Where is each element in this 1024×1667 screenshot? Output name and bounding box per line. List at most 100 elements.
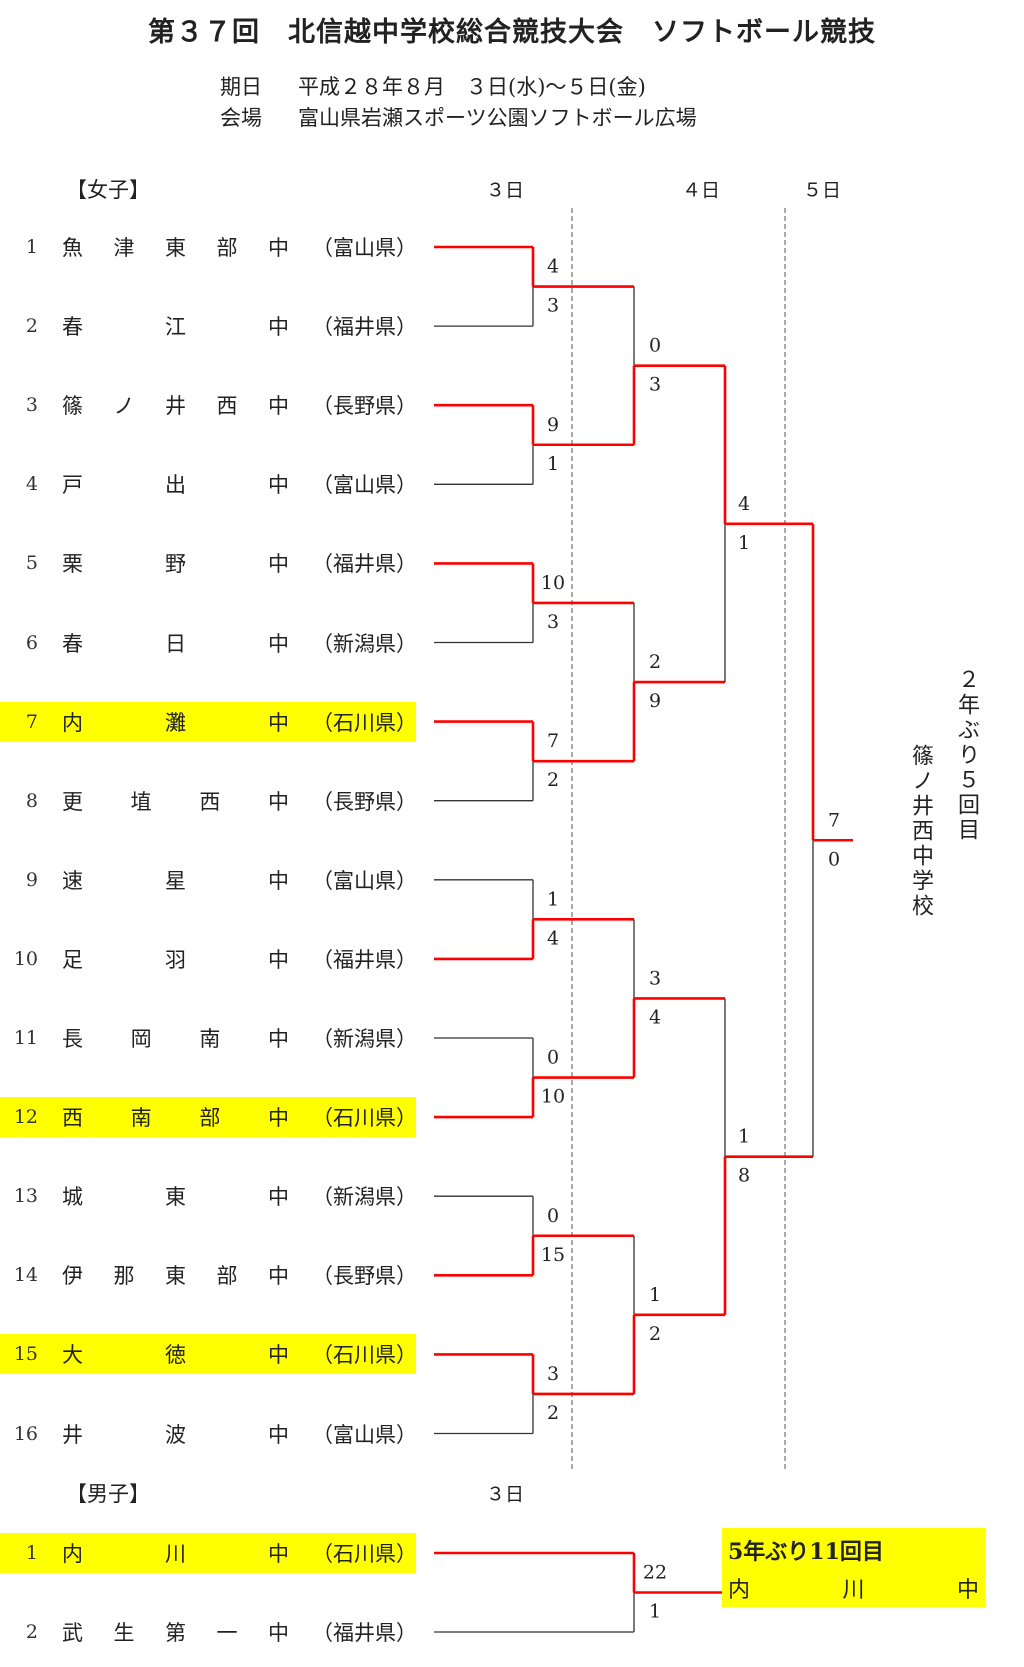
- venue-line: 会場富山県岩瀬スポーツ公園ソフトボール広場: [220, 102, 697, 132]
- score-bottom: 2: [649, 1323, 661, 1345]
- score-top: 1: [738, 1126, 750, 1148]
- men-day: ３日: [486, 1483, 525, 1506]
- women-day-2: ４日: [682, 179, 721, 202]
- women-day-1: ３日: [486, 179, 525, 202]
- team-prefecture: （石川県）: [312, 1106, 417, 1131]
- page-title: 第３７回 北信越中学校総合競技大会 ソフトボール競技: [148, 17, 876, 48]
- team-number: 3: [25, 394, 38, 417]
- score-top: 1: [547, 888, 559, 910]
- team-prefecture: （福井県）: [312, 552, 417, 577]
- score-bottom: 0: [828, 848, 840, 870]
- team-name-char: 東: [165, 236, 186, 260]
- team-name-char: 速: [62, 868, 83, 893]
- team-name: 篠ノ井西中: [62, 390, 289, 420]
- team-number: 13: [13, 1185, 38, 1208]
- team-name: 城東中: [62, 1181, 289, 1211]
- team-name-char: 中: [268, 552, 289, 577]
- team-name-char: 那: [113, 1264, 135, 1289]
- men-champion-note: 5年ぶり11回目: [728, 1539, 884, 1565]
- team-name: 戸出中: [62, 469, 289, 499]
- team-name-char: 西: [62, 1106, 83, 1131]
- score-top: 0: [547, 1047, 559, 1069]
- team-row: 5 栗野中 （福井県）: [0, 543, 417, 583]
- team-name-char: 西: [216, 394, 238, 419]
- score-bottom: 3: [649, 374, 661, 396]
- team-number: 12: [13, 1106, 38, 1129]
- team-name-char: 武: [62, 1621, 83, 1645]
- team-name-char: 部: [199, 1106, 221, 1131]
- team-name-char: 中: [268, 868, 289, 893]
- men-heading: 【男子】: [66, 1482, 150, 1506]
- men-champion-name: 内 川 中: [728, 1572, 979, 1604]
- team-number: 8: [25, 789, 38, 812]
- team-name-char: 出: [165, 473, 186, 498]
- team-prefecture: （富山県）: [312, 1422, 417, 1447]
- team-name-char: 内: [62, 1542, 83, 1566]
- team-name-char: 星: [165, 868, 186, 893]
- team-name: 栗野中: [62, 548, 289, 578]
- team-name-char: 羽: [165, 947, 186, 972]
- team-name-char: ノ: [113, 394, 135, 419]
- date-value: 平成２８年８月 ３日(水)～５日(金): [298, 75, 646, 99]
- team-name-char: 中: [268, 315, 289, 340]
- team-name-char: 南: [199, 1027, 221, 1051]
- team-name-char: 中: [268, 394, 289, 419]
- score-bottom: 9: [649, 690, 661, 712]
- team-number: 5: [25, 552, 38, 575]
- team-number: 14: [13, 1264, 38, 1287]
- char: 中: [956, 1578, 979, 1603]
- team-name-char: 生: [113, 1621, 135, 1645]
- team-name-char: 長: [62, 1027, 83, 1051]
- team-name-char: 戸: [62, 473, 83, 498]
- team-name-char: 中: [268, 1343, 289, 1368]
- team-number: 2: [25, 315, 38, 338]
- team-name-char: 灘: [165, 710, 186, 735]
- score-bottom: 2: [547, 769, 559, 791]
- team-name-char: 一: [216, 1621, 238, 1645]
- team-name: 伊那東部中: [62, 1260, 289, 1290]
- score-top: 1: [649, 1284, 661, 1306]
- team-name-char: 東: [165, 1264, 186, 1289]
- score-bottom: 3: [547, 295, 559, 317]
- team-name: 内川中: [62, 1538, 289, 1568]
- team-name-char: 中: [268, 1621, 289, 1645]
- team-number: 1: [25, 1542, 38, 1564]
- char: 内: [728, 1578, 751, 1603]
- team-prefecture: （石川県）: [312, 1343, 417, 1368]
- team-name-char: 南: [130, 1106, 152, 1131]
- score-top: 9: [547, 414, 559, 436]
- score-bottom: 15: [541, 1244, 565, 1266]
- team-name-char: 足: [62, 947, 83, 972]
- date-label: 期日: [220, 75, 262, 99]
- team-prefecture: （福井県）: [312, 315, 417, 340]
- team-name-char: 徳: [165, 1343, 186, 1368]
- team-name-char: 伊: [62, 1264, 83, 1289]
- team-number: 6: [25, 631, 38, 654]
- team-name-char: 中: [268, 947, 289, 972]
- team-number: 2: [25, 1621, 38, 1643]
- team-prefecture: （富山県）: [312, 236, 417, 260]
- team-name: 足羽中: [62, 944, 289, 974]
- date-line: 期日 平成２８年８月 ３日(水)～５日(金): [220, 71, 646, 101]
- score-top: 3: [649, 967, 661, 989]
- team-name: 長岡南中: [62, 1023, 289, 1053]
- score-bottom: 1: [649, 1601, 661, 1623]
- score-top: 3: [547, 1363, 559, 1385]
- team-name-char: 中: [268, 1185, 289, 1210]
- team-prefecture: （石川県）: [312, 710, 417, 735]
- team-name-char: 中: [268, 710, 289, 735]
- champion-note: ２年ぶり５回目: [954, 668, 979, 843]
- team-name-char: 第: [165, 1621, 186, 1645]
- team-name: 大徳中: [62, 1339, 289, 1369]
- team-name-char: 魚: [62, 236, 83, 260]
- venue-label: 会場: [220, 106, 262, 130]
